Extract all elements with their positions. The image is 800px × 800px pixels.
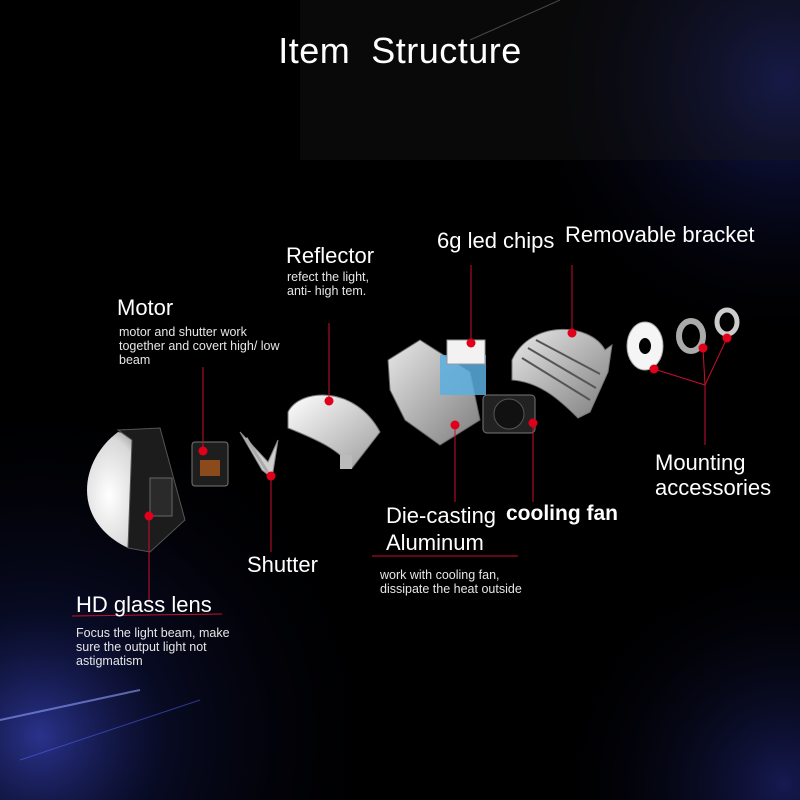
lens-description: Focus the light beam, make sure the outp… (76, 626, 230, 668)
shutter-label: Shutter (247, 552, 318, 577)
mounting-accessories-illustration (626, 307, 740, 371)
marker-bracket (567, 328, 577, 338)
marker-shutter (266, 471, 276, 481)
bracket-label: Removable bracket (565, 222, 755, 247)
marker-reflector (324, 396, 334, 406)
diecast-label: Die-casting Aluminum (386, 503, 497, 555)
marker-mount-2 (698, 343, 708, 353)
motor-label: Motor (117, 295, 174, 320)
marker-chips (466, 338, 476, 348)
diecast-description: work with cooling fan, dissipate the hea… (380, 568, 522, 596)
lens-label: HD glass lens (76, 592, 212, 617)
marker-motor (198, 446, 208, 456)
reflector-illustration (287, 394, 381, 469)
motor-description: motor and shutter work together and cove… (119, 325, 280, 367)
mounting-label: Mounting accessories (655, 450, 772, 500)
fan-label: cooling fan (506, 502, 618, 525)
marker-mount-1 (649, 364, 659, 374)
markers (144, 328, 732, 521)
marker-lens (144, 511, 154, 521)
bracket-illustration (511, 329, 613, 419)
motor-illustration (191, 441, 229, 487)
reflector-label: Reflector (286, 243, 375, 268)
page-title: Item Structure (278, 30, 522, 71)
shutter-illustration (239, 431, 279, 479)
leader-lines (71, 265, 728, 617)
cooling-fan-illustration (482, 394, 536, 434)
marker-diecast (450, 420, 460, 430)
chips-label: 6g led chips (437, 228, 555, 253)
die-cast-body-illustration (387, 339, 486, 446)
lens-illustration (87, 427, 186, 553)
marker-fan (528, 418, 538, 428)
reflector-description: refect the light, anti- high tem. (287, 270, 369, 298)
marker-mount-3 (722, 333, 732, 343)
